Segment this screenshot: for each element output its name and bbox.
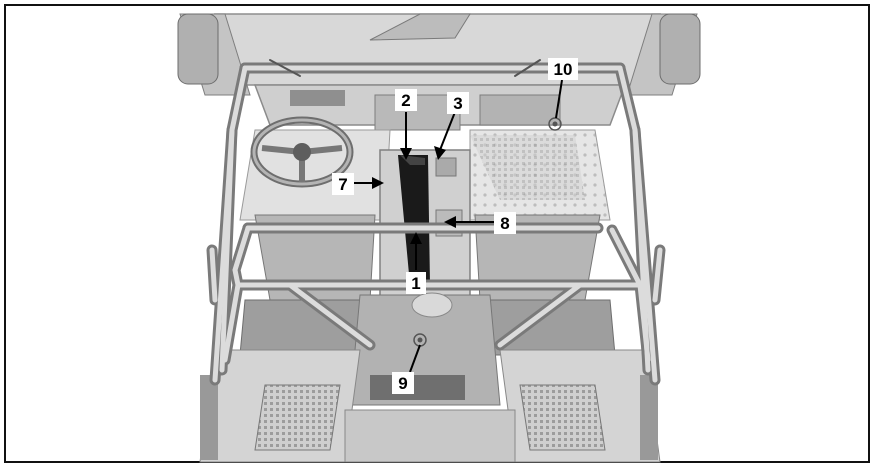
highlighted-access-panel — [398, 155, 430, 285]
callout-label-9: 9 — [398, 374, 407, 393]
callout-7: 7 — [332, 173, 354, 195]
callout-label-7: 7 — [338, 175, 347, 194]
dashboard — [253, 84, 627, 131]
roll-cage — [206, 59, 666, 386]
callout-label-8: 8 — [500, 214, 509, 233]
callouts: 1 2 3 7 8 9 10 — [332, 58, 578, 394]
callout-label-3: 3 — [453, 94, 462, 113]
front-tires — [177, 13, 701, 85]
callout-3: 3 — [447, 92, 469, 114]
callout-10: 10 — [548, 58, 578, 80]
callout-8: 8 — [494, 212, 516, 234]
callout-1: 1 — [406, 272, 426, 294]
callout-2: 2 — [395, 89, 417, 111]
rear-body — [199, 349, 661, 463]
steering-wheel — [250, 116, 354, 188]
callout-9: 9 — [392, 372, 414, 394]
callout-leaders — [354, 79, 563, 373]
callout-label-10: 10 — [554, 60, 573, 79]
callout-label-2: 2 — [401, 91, 410, 110]
seats — [239, 214, 616, 356]
callout-label-1: 1 — [411, 274, 420, 293]
